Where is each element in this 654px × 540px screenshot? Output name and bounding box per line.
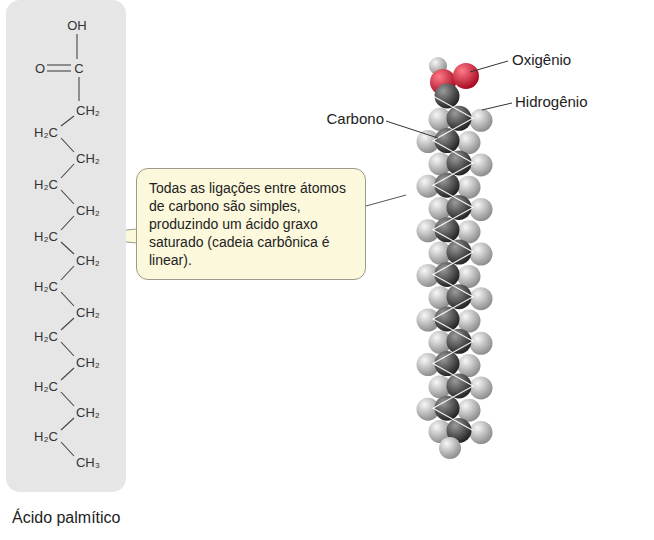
leader-line xyxy=(482,103,512,110)
bond-line xyxy=(61,292,74,306)
carbon-atom xyxy=(447,150,472,175)
bond-line xyxy=(61,190,74,204)
oxygen-atom xyxy=(453,63,479,89)
bond-line xyxy=(61,242,74,254)
carbon-atom xyxy=(447,240,472,265)
hydrogen-atom xyxy=(470,243,493,266)
hydrogen-atom xyxy=(470,153,493,176)
callout-text: Todas as ligações entre átomos de carbon… xyxy=(149,179,353,269)
bond-line xyxy=(47,70,71,71)
carbon-atom xyxy=(435,84,460,109)
carbon-atom xyxy=(447,329,472,354)
formula-text: O xyxy=(35,61,45,76)
formula-text: H₂C xyxy=(34,229,58,244)
formula-text: H₂C xyxy=(34,329,58,344)
hydrogen-atom xyxy=(470,109,493,132)
hydrogen-atom xyxy=(470,198,493,221)
bond-line xyxy=(61,442,74,456)
formula-text: CH₂ xyxy=(76,253,100,268)
hydrogen-atom xyxy=(470,287,493,310)
formula-text: OH xyxy=(67,18,87,33)
carbon-atom xyxy=(435,262,460,287)
bond-line xyxy=(61,392,74,406)
leader-line xyxy=(470,61,508,72)
caption: Ácido palmítico xyxy=(12,508,121,528)
bond-line xyxy=(61,164,74,178)
hydrogen-atom xyxy=(470,376,493,399)
bond-lines xyxy=(433,96,473,431)
carbon-atom xyxy=(435,351,460,376)
bond-line xyxy=(61,418,74,430)
carbon-atom xyxy=(447,373,472,398)
carbon-atom xyxy=(447,195,472,220)
bond-line xyxy=(61,116,74,126)
formula-text: H₂C xyxy=(34,429,58,444)
formula-text: CH₂ xyxy=(76,103,100,118)
formula-text: CH₃ xyxy=(76,455,100,470)
carbon-atom xyxy=(435,217,460,242)
bond-line xyxy=(76,34,77,59)
bond-line xyxy=(61,266,74,280)
carbon-atom xyxy=(435,128,460,153)
formula-text: H₂C xyxy=(34,279,58,294)
bond-line xyxy=(61,216,74,230)
formula-text: CH₂ xyxy=(76,405,100,420)
hydrogen-atom xyxy=(470,332,493,355)
formula-text: H₂C xyxy=(34,125,58,140)
carbon-atom xyxy=(447,106,472,131)
formula-text: CH₂ xyxy=(76,151,100,166)
bond-line xyxy=(61,368,74,380)
part-label: Carbono xyxy=(326,110,384,128)
carbon-atom xyxy=(447,284,472,309)
bond-lines xyxy=(6,0,126,492)
formula-text: CH₂ xyxy=(76,355,100,370)
part-label: Hidrogênio xyxy=(515,93,588,111)
bond-line xyxy=(61,318,74,330)
bond-line xyxy=(61,138,74,152)
callout-box: Todas as ligações entre átomos de carbon… xyxy=(136,168,366,280)
bond-line xyxy=(61,342,74,356)
formula-text: CH₂ xyxy=(76,203,100,218)
formula-text: H₂C xyxy=(34,379,58,394)
carbon-atom xyxy=(435,396,460,421)
hydrogen-atom xyxy=(439,437,461,459)
formula-text: H₂C xyxy=(34,177,58,192)
carbon-atom xyxy=(435,173,460,198)
formula-panel: OH O C CH₂ H₂C CH₂ H₂C CH₂ H₂C CH₂ H₂C CH₂ H₂C CH₂ H₂C… xyxy=(6,0,126,492)
part-label: Oxigênio xyxy=(512,51,571,69)
formula-text: CH₂ xyxy=(76,305,100,320)
callout-leader xyxy=(366,195,406,206)
leader-line xyxy=(386,121,438,138)
hydrogen-atom xyxy=(470,421,493,444)
bond-line xyxy=(78,77,79,101)
carbon-atom xyxy=(435,307,460,332)
formula-text: C xyxy=(74,61,83,76)
bond-line xyxy=(47,64,71,65)
